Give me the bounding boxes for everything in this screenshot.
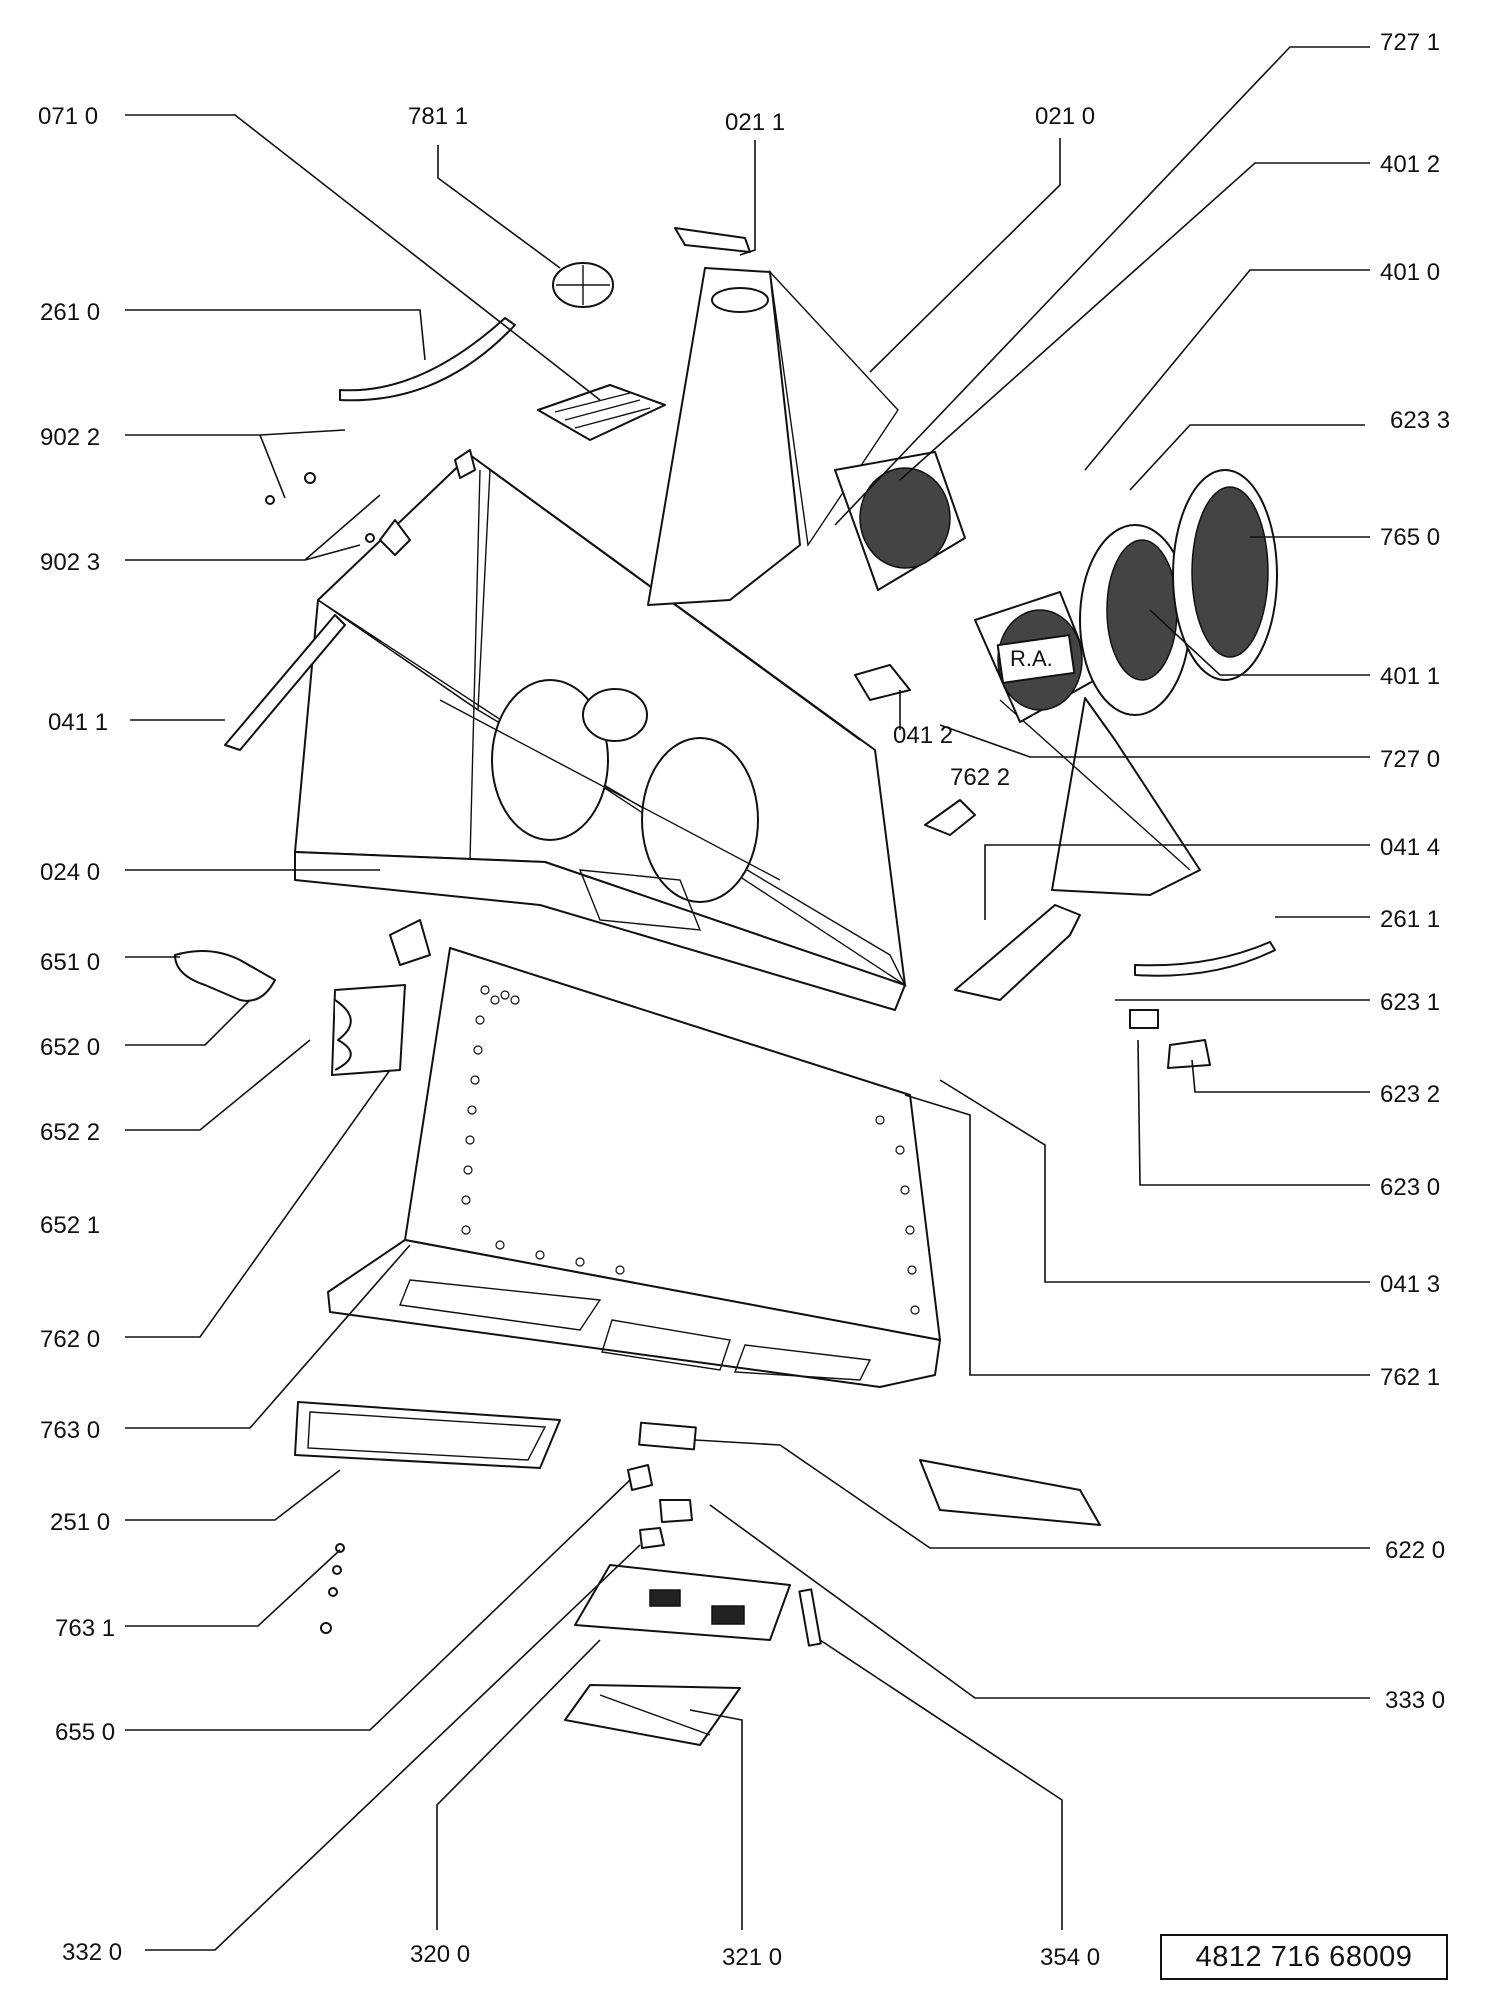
motor-assembly-part: R.A. [834, 451, 1096, 723]
panel-perforation [461, 985, 920, 1315]
part-label-041-3: 041 3 [1380, 1271, 1440, 1298]
ra-motor-marking: R.A. [1010, 646, 1053, 671]
leader-lines [125, 46, 1370, 1951]
part-label-623-1: 623 1 [1380, 989, 1440, 1016]
bracket-parts [224, 227, 1211, 1069]
fan-wheel-part [1079, 469, 1278, 716]
clip-parts [265, 472, 375, 1634]
part-label-622-0: 622 0 [1385, 1537, 1445, 1564]
part-label-251-0: 251 0 [50, 1509, 110, 1536]
part-label-401-0: 401 0 [1380, 259, 1440, 286]
part-label-652-1: 652 1 [40, 1212, 100, 1239]
part-label-401-2: 401 2 [1380, 151, 1440, 178]
part-label-071-0: 071 0 [38, 103, 98, 130]
part-label-041-1: 041 1 [48, 709, 108, 736]
part-label-763-0: 763 0 [40, 1417, 100, 1444]
part-label-765-0: 765 0 [1380, 524, 1440, 551]
part-label-762-0: 762 0 [40, 1326, 100, 1353]
part-label-727-0: 727 0 [1380, 746, 1440, 773]
part-label-041-2: 041 2 [893, 722, 953, 749]
part-label-401-1: 401 1 [1380, 663, 1440, 690]
switch-and-board-parts [564, 1421, 1101, 1746]
part-label-623-0: 623 0 [1380, 1174, 1440, 1201]
trim-strip-part [339, 317, 1276, 977]
part-number-labels: 727 1 071 0 781 1 021 1 021 0 401 2 261 … [38, 29, 1450, 1971]
part-label-651-0: 651 0 [40, 949, 100, 976]
document-reference-number: 4812 716 68009 [1160, 1934, 1448, 1980]
lamp-parts [174, 919, 431, 1076]
front-panel-part [327, 947, 941, 1388]
part-label-332-0: 332 0 [62, 1939, 122, 1966]
part-label-763-1: 763 1 [55, 1615, 115, 1642]
part-label-902-3: 902 3 [40, 549, 100, 576]
part-label-261-1: 261 1 [1380, 906, 1440, 933]
part-label-021-1: 021 1 [725, 109, 785, 136]
part-label-727-1: 727 1 [1380, 29, 1440, 56]
hood-body-part [294, 454, 907, 1011]
part-label-781-1: 781 1 [408, 103, 468, 130]
part-label-320-0: 320 0 [410, 1941, 470, 1968]
part-label-762-2: 762 2 [950, 764, 1010, 791]
part-label-333-0: 333 0 [1385, 1687, 1445, 1714]
part-label-762-1: 762 1 [1380, 1364, 1440, 1391]
part-label-652-0: 652 0 [40, 1034, 100, 1061]
part-label-024-0: 024 0 [40, 859, 100, 886]
part-label-261-0: 261 0 [40, 299, 100, 326]
part-label-354-0: 354 0 [1040, 1944, 1100, 1971]
grille-and-cap-part [537, 262, 666, 441]
part-label-623-3: 623 3 [1390, 407, 1450, 434]
part-label-021-0: 021 0 [1035, 103, 1095, 130]
part-label-321-0: 321 0 [722, 1944, 782, 1971]
filter-part [294, 1401, 561, 1469]
part-label-655-0: 655 0 [55, 1719, 115, 1746]
part-label-041-4: 041 4 [1380, 834, 1440, 861]
part-label-652-2: 652 2 [40, 1119, 100, 1146]
part-label-902-2: 902 2 [40, 424, 100, 451]
part-label-623-2: 623 2 [1380, 1081, 1440, 1108]
